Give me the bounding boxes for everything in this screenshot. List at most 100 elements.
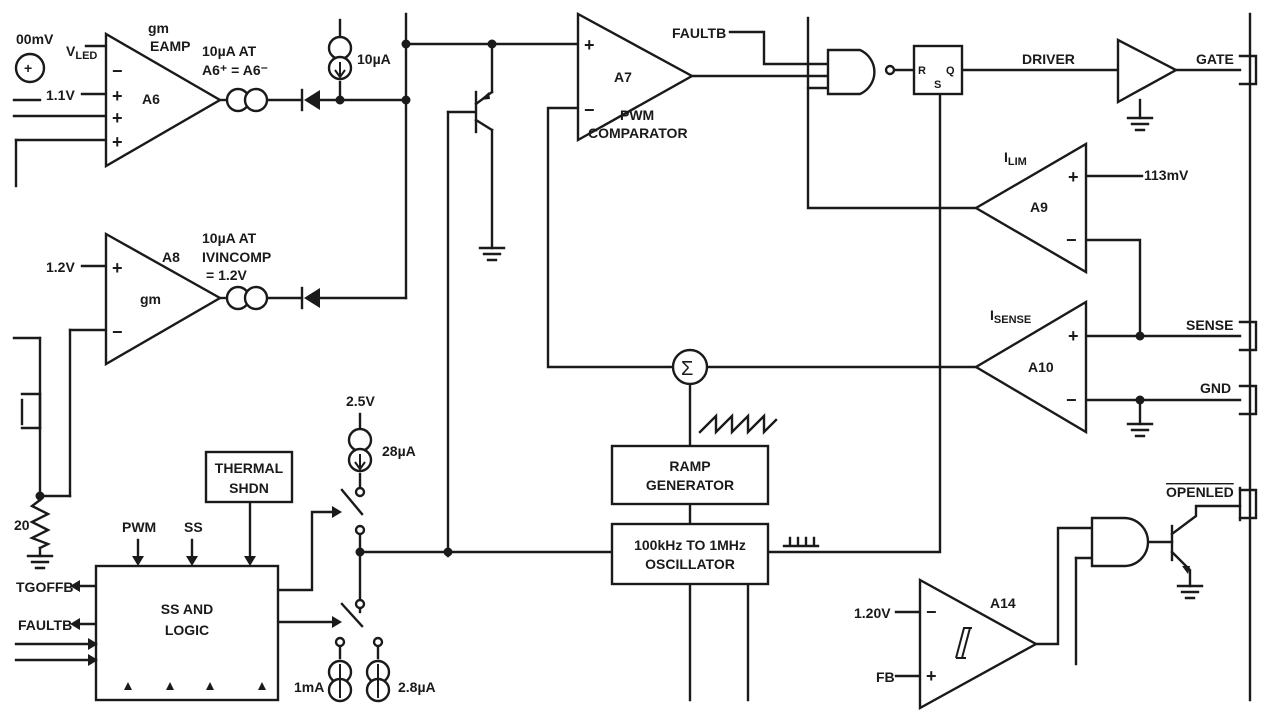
a6-label: A6 bbox=[142, 91, 160, 107]
resistor bbox=[29, 498, 51, 550]
a8-label: A8 bbox=[162, 249, 180, 265]
tgoffb-label: TGOFFB bbox=[16, 579, 74, 595]
a8-gm-label: gm bbox=[140, 291, 161, 307]
a9-label: A9 bbox=[1030, 199, 1048, 215]
opamp-a7-pwm-comparator: + − A7 bbox=[576, 11, 695, 143]
ramp-label-1: RAMP bbox=[669, 458, 710, 474]
minus-sign: − bbox=[112, 61, 123, 81]
src-a8-label-1: 10µA AT bbox=[202, 230, 257, 246]
switch-contacts bbox=[334, 486, 384, 648]
isense-label: ISENSE bbox=[990, 307, 1031, 326]
pulse-train-icon bbox=[782, 536, 820, 548]
plus-sign: + bbox=[1068, 167, 1079, 187]
src-a6-label-1: 10µA AT bbox=[202, 43, 257, 59]
ss-logic-label-2: LOGIC bbox=[165, 622, 209, 638]
minus-sign: − bbox=[1066, 230, 1077, 250]
gate-pin-label: GATE bbox=[1196, 51, 1234, 67]
pwm-comp-label-2: COMPARATOR bbox=[588, 125, 688, 141]
rs-latch: R S Q bbox=[912, 44, 964, 96]
opamp-a10: + − A10 bbox=[973, 299, 1088, 435]
plus-sign: + bbox=[926, 666, 937, 686]
opamp-a8: + − gm A8 bbox=[104, 231, 223, 367]
plus-sign: + bbox=[112, 108, 123, 128]
current-source-2-8ua bbox=[365, 659, 391, 703]
openled-pin-label: OPENLED bbox=[1166, 484, 1234, 500]
faultb-left-label: FAULTB bbox=[18, 617, 72, 633]
a6-eamp-label: EAMP bbox=[150, 38, 190, 54]
v-1-20-label: 1.20V bbox=[854, 605, 891, 621]
pwm-comp-label-1: PWM bbox=[620, 107, 654, 123]
svg-text:+: + bbox=[24, 60, 32, 76]
resistor-label: 20 bbox=[14, 517, 30, 533]
gate-driver-buffer bbox=[1116, 38, 1179, 105]
src-28ua-label: 28µA bbox=[382, 443, 416, 459]
sigma-symbol: Σ bbox=[681, 358, 693, 380]
pwm-input-label: PWM bbox=[122, 519, 156, 535]
ground-symbols bbox=[26, 116, 1204, 600]
current-source-1ma bbox=[327, 659, 353, 703]
ramp-label-2: GENERATOR bbox=[646, 477, 734, 493]
summing-junction: Σ bbox=[671, 348, 709, 386]
faultb-top-label: FAULTB bbox=[672, 25, 726, 41]
voltage-source-100mv: + bbox=[14, 52, 46, 84]
npn-transistor bbox=[1182, 566, 1190, 574]
plus-sign: + bbox=[112, 258, 123, 278]
src-a6-label-2: A6⁺ = A6⁻ bbox=[202, 62, 268, 78]
v-1-2-label: 1.2V bbox=[46, 259, 75, 275]
pin-stubs bbox=[1238, 54, 1258, 520]
opamp-a14: − + bbox=[918, 577, 1039, 711]
wires bbox=[12, 12, 1252, 702]
a10-label: A10 bbox=[1028, 359, 1054, 375]
thermal-label-2: SHDN bbox=[229, 480, 269, 496]
hysteresis-icon bbox=[955, 627, 972, 659]
fb-label: FB bbox=[876, 669, 895, 685]
diode-a8 bbox=[300, 286, 320, 310]
current-source-28ua bbox=[347, 412, 373, 473]
vled-label: VLED bbox=[66, 43, 97, 62]
ss-logic-label-1: SS AND bbox=[161, 601, 213, 617]
current-source-10ua bbox=[327, 35, 353, 81]
src-10ua-label: 10µA bbox=[357, 51, 391, 67]
sawtooth-waveform-icon bbox=[698, 413, 778, 435]
junctions bbox=[35, 39, 1145, 557]
sense-pin-label: SENSE bbox=[1186, 317, 1233, 333]
current-source-a6 bbox=[225, 87, 269, 113]
v-100mv-label: 00mV bbox=[16, 31, 54, 47]
opamp-a6: − + + + A6 bbox=[104, 31, 223, 169]
a14-label: A14 bbox=[990, 595, 1016, 611]
current-source-a8 bbox=[225, 285, 269, 311]
thermal-shdn-block: THERMAL SHDN bbox=[204, 450, 294, 504]
minus-sign: − bbox=[926, 602, 937, 622]
osc-label-2: OSCILLATOR bbox=[645, 556, 735, 572]
pnp-transistor bbox=[474, 90, 494, 134]
v-2-5-label: 2.5V bbox=[346, 393, 375, 409]
ramp-generator-block: RAMP GENERATOR bbox=[610, 444, 770, 506]
nand-gate bbox=[826, 48, 896, 96]
src-1ma-label: 1mA bbox=[294, 679, 324, 695]
a7-label: A7 bbox=[614, 69, 632, 85]
src-a8-label-3: = 1.2V bbox=[206, 267, 248, 283]
rs-r-label: R bbox=[918, 65, 926, 77]
gnd-pin-label: GND bbox=[1200, 380, 1231, 396]
and-gate bbox=[1090, 516, 1150, 568]
rs-s-label: S bbox=[934, 79, 941, 91]
oscillator-block: 100kHz TO 1MHz OSCILLATOR bbox=[610, 522, 770, 586]
plus-sign: + bbox=[1068, 326, 1079, 346]
driver-label: DRIVER bbox=[1022, 51, 1075, 67]
opamp-a9: + − A9 bbox=[973, 141, 1088, 275]
diode-a6 bbox=[300, 88, 320, 112]
src-a8-label-2: IVINCOMP bbox=[202, 249, 271, 265]
rs-q-label: Q bbox=[946, 65, 955, 77]
minus-sign: − bbox=[584, 100, 595, 120]
src-2-8ua-label: 2.8µA bbox=[398, 679, 436, 695]
arrowheads bbox=[70, 506, 342, 690]
thermal-label-1: THERMAL bbox=[215, 460, 284, 476]
osc-label-1: 100kHz TO 1MHz bbox=[634, 537, 746, 553]
plus-sign: + bbox=[112, 132, 123, 152]
ss-input-label: SS bbox=[184, 519, 203, 535]
labels: 00mV VLED 1.1V gm EAMP 10µA AT A6⁺ = A6⁻… bbox=[14, 20, 1234, 695]
ss-and-logic-block: SS AND LOGIC bbox=[94, 564, 280, 702]
plus-sign: + bbox=[112, 86, 123, 106]
minus-sign: − bbox=[1066, 390, 1077, 410]
